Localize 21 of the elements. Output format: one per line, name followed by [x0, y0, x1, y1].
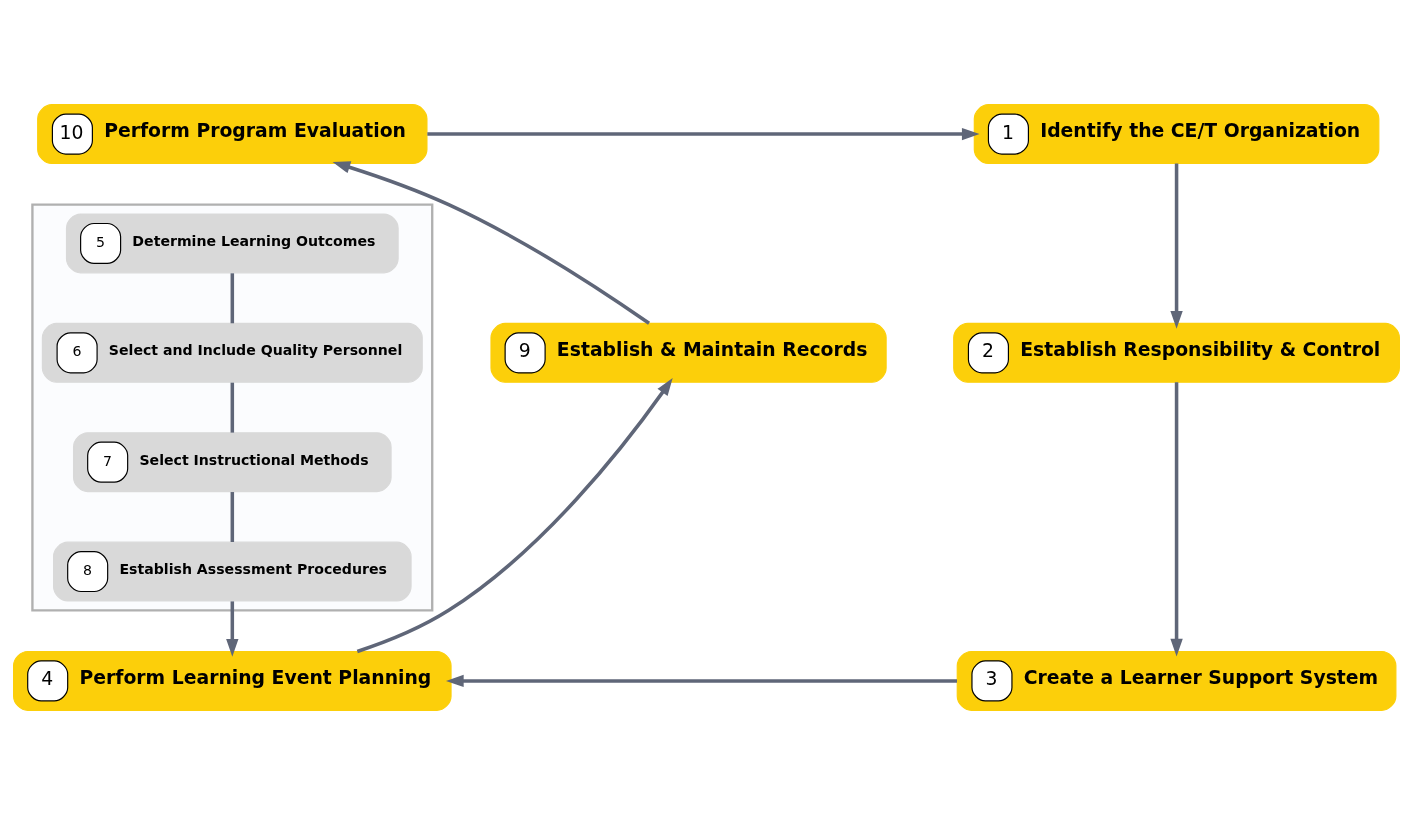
arrow: [1170, 163, 1183, 329]
arrow: [356, 377, 673, 653]
node-box: 3 Create a Learner Support System: [956, 650, 1397, 711]
arrow: [226, 600, 239, 657]
cluster: [31, 203, 434, 611]
connector: [230, 491, 235, 542]
arrow: [445, 674, 957, 687]
node-box: 8 Establish Assessment Procedures: [53, 541, 412, 602]
node-box: 9 Establish & Maintain Records: [490, 322, 887, 383]
node-box: 4 Perform Learning Event Planning: [13, 650, 452, 711]
node-box: 10 Perform Program Evaluation: [37, 103, 428, 164]
arrow: [427, 127, 980, 140]
arrow: [332, 160, 651, 325]
arrow: [1170, 381, 1183, 657]
node-box: 2 Establish Responsibility & Control: [953, 322, 1400, 383]
node-box: 6 Select and Include Quality Personnel: [41, 322, 423, 383]
connector: [230, 382, 235, 433]
node-box: 5 Determine Learning Outcomes: [65, 212, 399, 273]
node-box: 7 Select Instructional Methods: [72, 431, 392, 492]
node-box: 1 Identify the CE/T Organization: [973, 103, 1380, 164]
connector: [230, 272, 235, 323]
